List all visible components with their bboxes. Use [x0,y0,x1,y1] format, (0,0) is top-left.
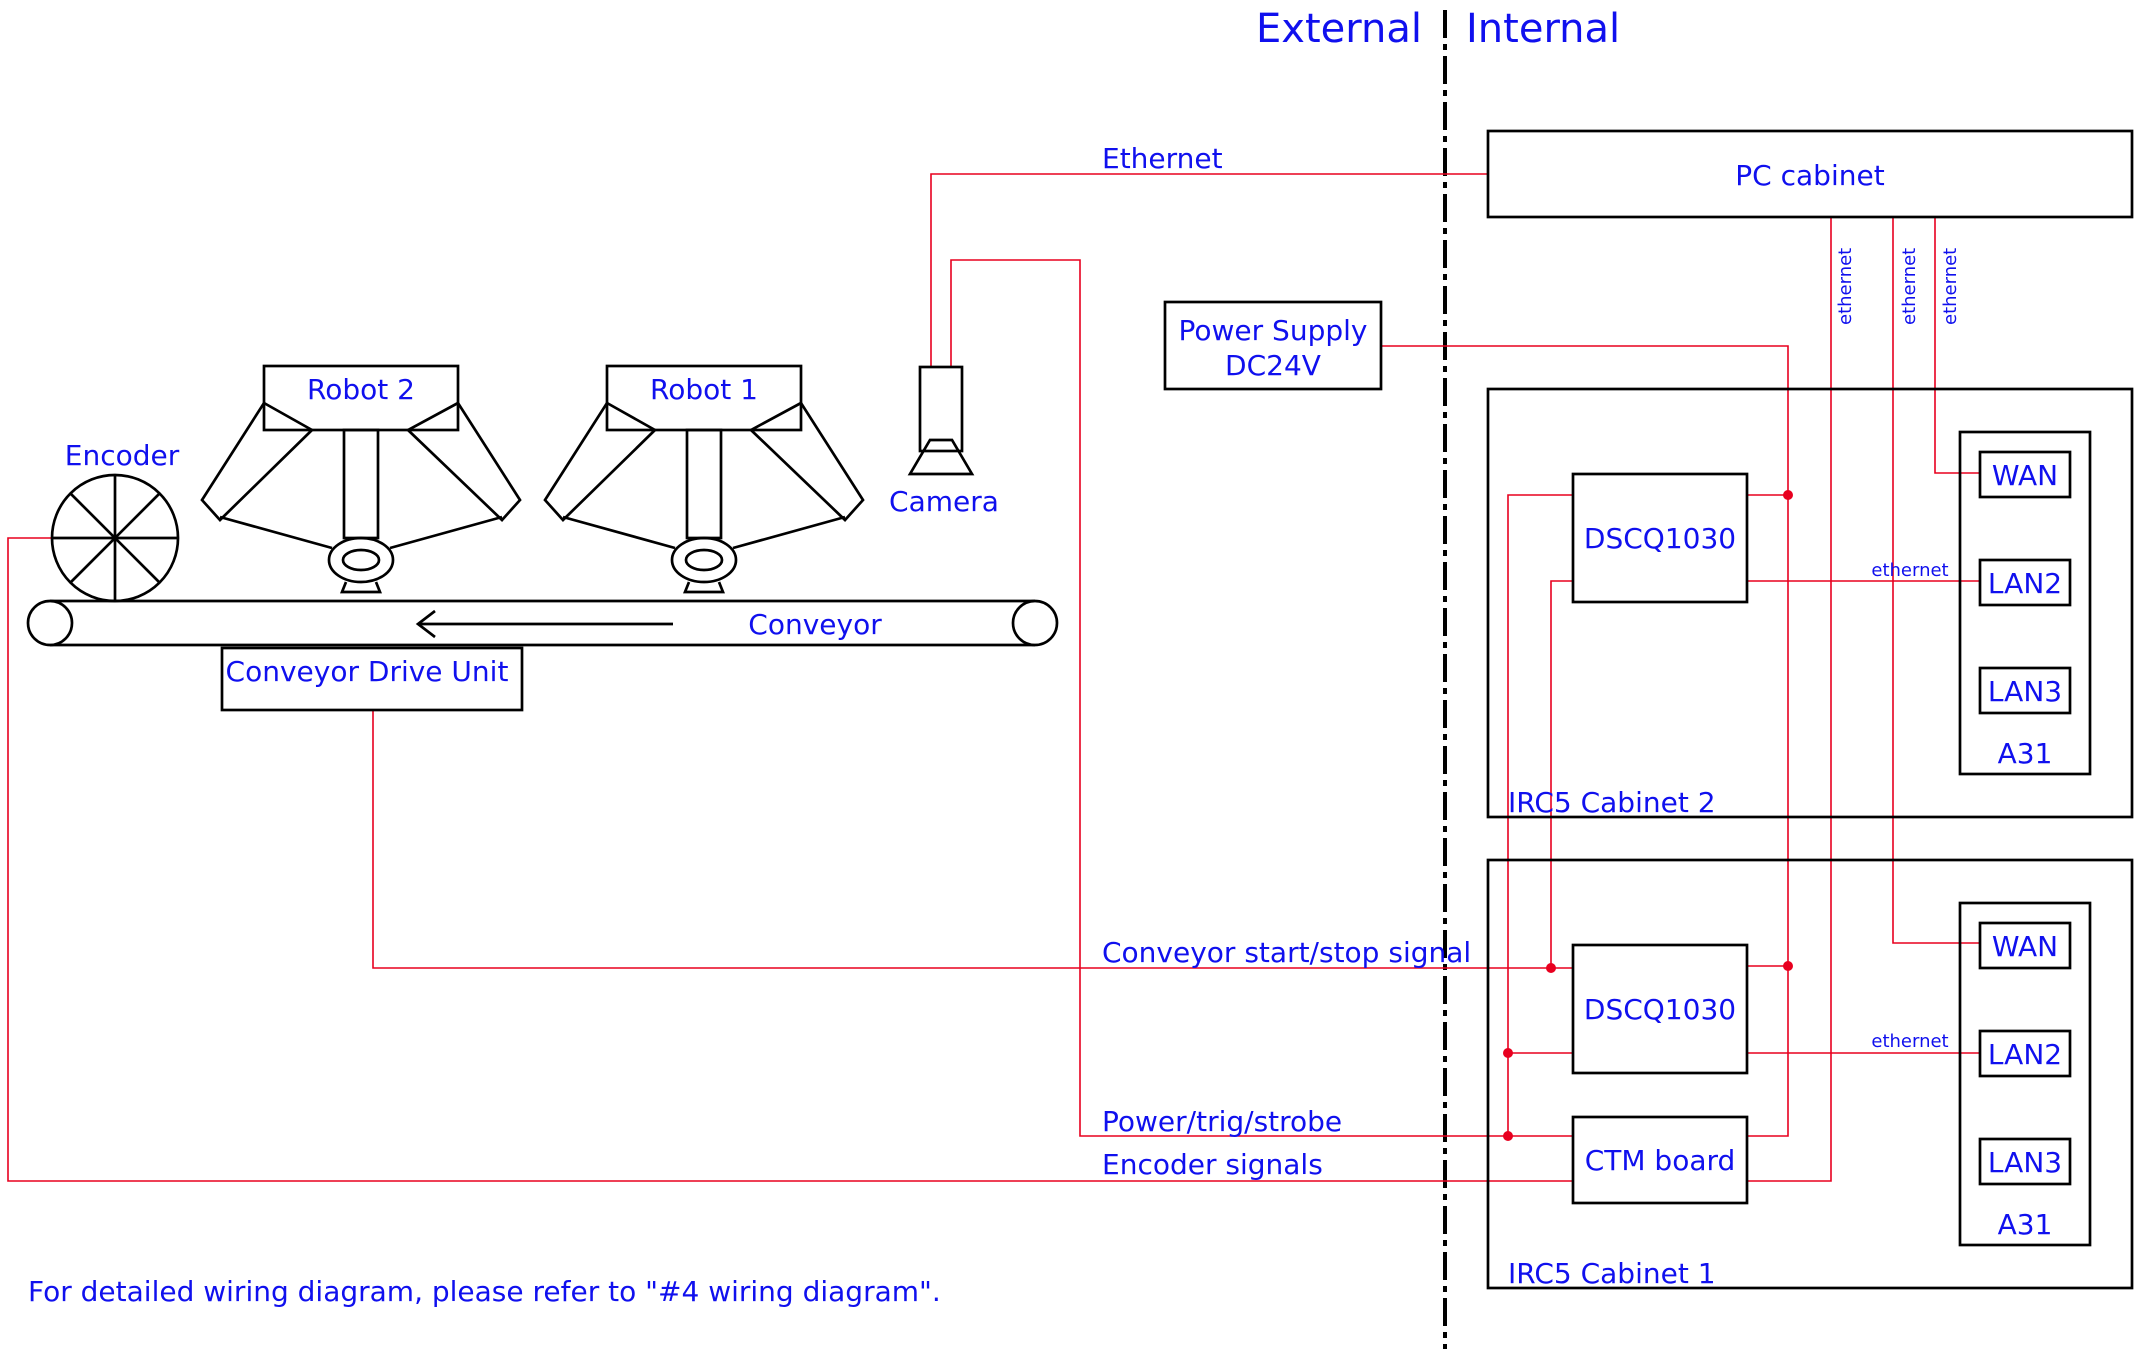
robot-2: Robot 2 [200,364,522,594]
cabinet-1-lan2-ethernet-label: ethernet [1871,1031,1948,1052]
power-supply: Power Supply DC24V [1163,300,1383,391]
ethernet-label: Ethernet [1102,142,1223,175]
encoder-signals-label: Encoder signals [1102,1148,1323,1181]
cabinet-1-dscq1030 [1571,943,1749,1075]
cabinet-2-wan-label: WAN [1992,459,2058,492]
wiring [7,173,1980,1182]
camera-lens [907,438,975,476]
robot-1: Robot 1 [543,364,865,594]
footnote: For detailed wiring diagram, please refe… [28,1275,941,1308]
ethernet-vertical-label-3: ethernet [1940,248,1961,325]
power-supply-voltage: DC24V [1225,349,1321,382]
irc5-cabinet-1: IRC5 Cabinet 1 DSCQ1030 CTM board WAN LA… [1486,858,2134,1290]
cabinet-2-dscq1030 [1571,472,1749,604]
encoder-label: Encoder [65,439,180,472]
conveyor-label: Conveyor [748,608,882,641]
cabinet-1-title: IRC5 Cabinet 1 [1508,1257,1716,1290]
pc-to-cab1-wan-wire [1892,218,1980,944]
cabinet-1-lan2-port [1978,1029,2072,1078]
encoder: Encoder [50,439,180,603]
cabinet-2-frame [1486,387,2134,819]
ethernet-vertical-label-2: ethernet [1899,248,1920,325]
camera-label: Camera [889,485,999,518]
power-supply-label: Power Supply [1179,314,1368,347]
conveyor-roller-right [1011,599,1059,647]
cabinet-1-lan3-label: LAN3 [1988,1146,2062,1179]
cabinet-1-wan-label: WAN [1992,930,2058,963]
cabinet-2-lan2-ethernet-label: ethernet [1871,560,1948,581]
external-heading: External [1256,6,1422,52]
robot-2-label: Robot 2 [307,373,415,406]
cabinet-1-a31-label: A31 [1998,1208,2053,1241]
cabinet-1-lan2-label: LAN2 [1988,1038,2062,1071]
cabinet-2-title: IRC5 Cabinet 2 [1508,786,1716,819]
ethernet-wire [930,173,1488,367]
power-supply-wire [1381,345,1789,1137]
conveyor-start-stop-wire [372,711,1573,969]
power-trig-strobe-wire [950,259,1573,1137]
cabinet-1-lan3-port [1978,1137,2072,1186]
camera-body [918,365,964,453]
robot-1-label: Robot 1 [650,373,758,406]
conveyor-branch-wire [1550,580,1573,968]
internal-heading: Internal [1466,6,1620,52]
conveyor-drive-unit-label: Conveyor Drive Unit [226,655,509,688]
cabinet-2-wan-port [1978,450,2072,499]
cabinet-2-a31-label: A31 [1998,737,2053,770]
conveyor-signal-label: Conveyor start/stop signal [1102,936,1471,969]
dscq-bus-wire [1507,494,1573,1138]
power-supply-box [1163,300,1383,391]
cabinet-1-wan-port [1978,921,2072,970]
cabinet-2-lan2-label: LAN2 [1988,567,2062,600]
cabinet-1-ctm-board-label: CTM board [1585,1144,1736,1177]
conveyor-roller-left [26,599,74,647]
cabinet-1-a31 [1958,901,2092,1247]
power-trig-strobe-label: Power/trig/strobe [1102,1105,1342,1138]
cabinet-1-ctm-board [1571,1115,1749,1205]
conveyor: Conveyor Conveyor Drive Unit [26,599,1059,712]
pc-cabinet-box [1486,129,2134,219]
camera: Camera [889,365,999,518]
irc5-cabinet-2: IRC5 Cabinet 2 DSCQ1030 WAN LAN2 LAN3 A3… [1486,387,2134,819]
cabinet-1-dscq1030-label: DSCQ1030 [1584,993,1736,1026]
cabinet-2-lan3-port [1978,666,2072,715]
pc-to-cab2-wan-wire [1934,218,1980,474]
pc-cabinet-label: PC cabinet [1735,159,1884,192]
cabinet-2-lan2-port [1978,558,2072,607]
ethernet-vertical-label-1: ethernet [1835,248,1856,325]
cabinet-2-lan3-label: LAN3 [1988,675,2062,708]
pc-cabinet: PC cabinet [1486,129,2134,219]
cabinet-2-dscq1030-label: DSCQ1030 [1584,522,1736,555]
conveyor-drive-unit-box [220,646,524,712]
cabinet-2-a31 [1958,430,2092,776]
cabinet-1-frame [1486,858,2134,1290]
